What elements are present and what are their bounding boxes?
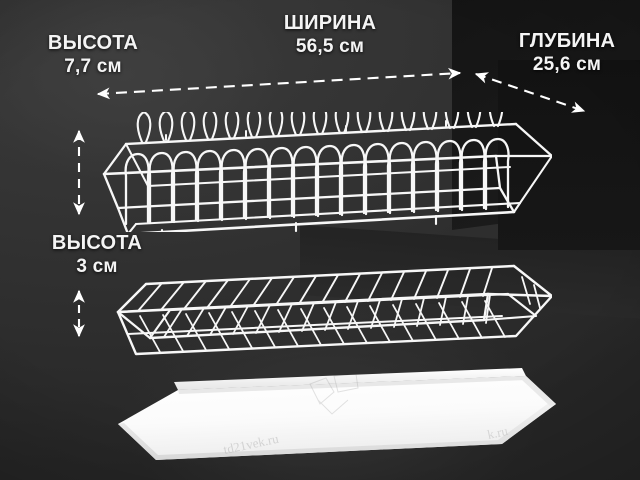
label-depth-value: 25,6 см <box>532 54 602 76</box>
label-height-top-value: 7,7 см <box>64 56 122 78</box>
product-drip-tray: td21vek.ru k.ru <box>118 368 556 460</box>
label-height-bottom: ВЫСОТА 3 см <box>22 232 172 278</box>
label-height-top-title: ВЫСОТА <box>47 32 139 54</box>
product-plate-rack <box>102 112 552 232</box>
label-depth-title: ГЛУБИНА <box>518 30 616 52</box>
depth-dimension-arrow <box>474 72 586 113</box>
product-cup-basket <box>116 264 552 356</box>
label-width: ШИРИНА 56,5 см <box>240 12 420 58</box>
label-height-top: ВЫСОТА 7,7 см <box>18 32 168 78</box>
label-width-title: ШИРИНА <box>283 12 377 34</box>
label-depth: ГЛУБИНА 25,6 см <box>494 30 640 76</box>
label-height-bottom-value: 3 см <box>76 256 118 278</box>
label-width-value: 56,5 см <box>295 36 365 58</box>
watermark-text: k.ru <box>486 423 510 442</box>
label-height-bottom-title: ВЫСОТА <box>51 232 143 254</box>
width-dimension-arrow <box>96 67 462 100</box>
